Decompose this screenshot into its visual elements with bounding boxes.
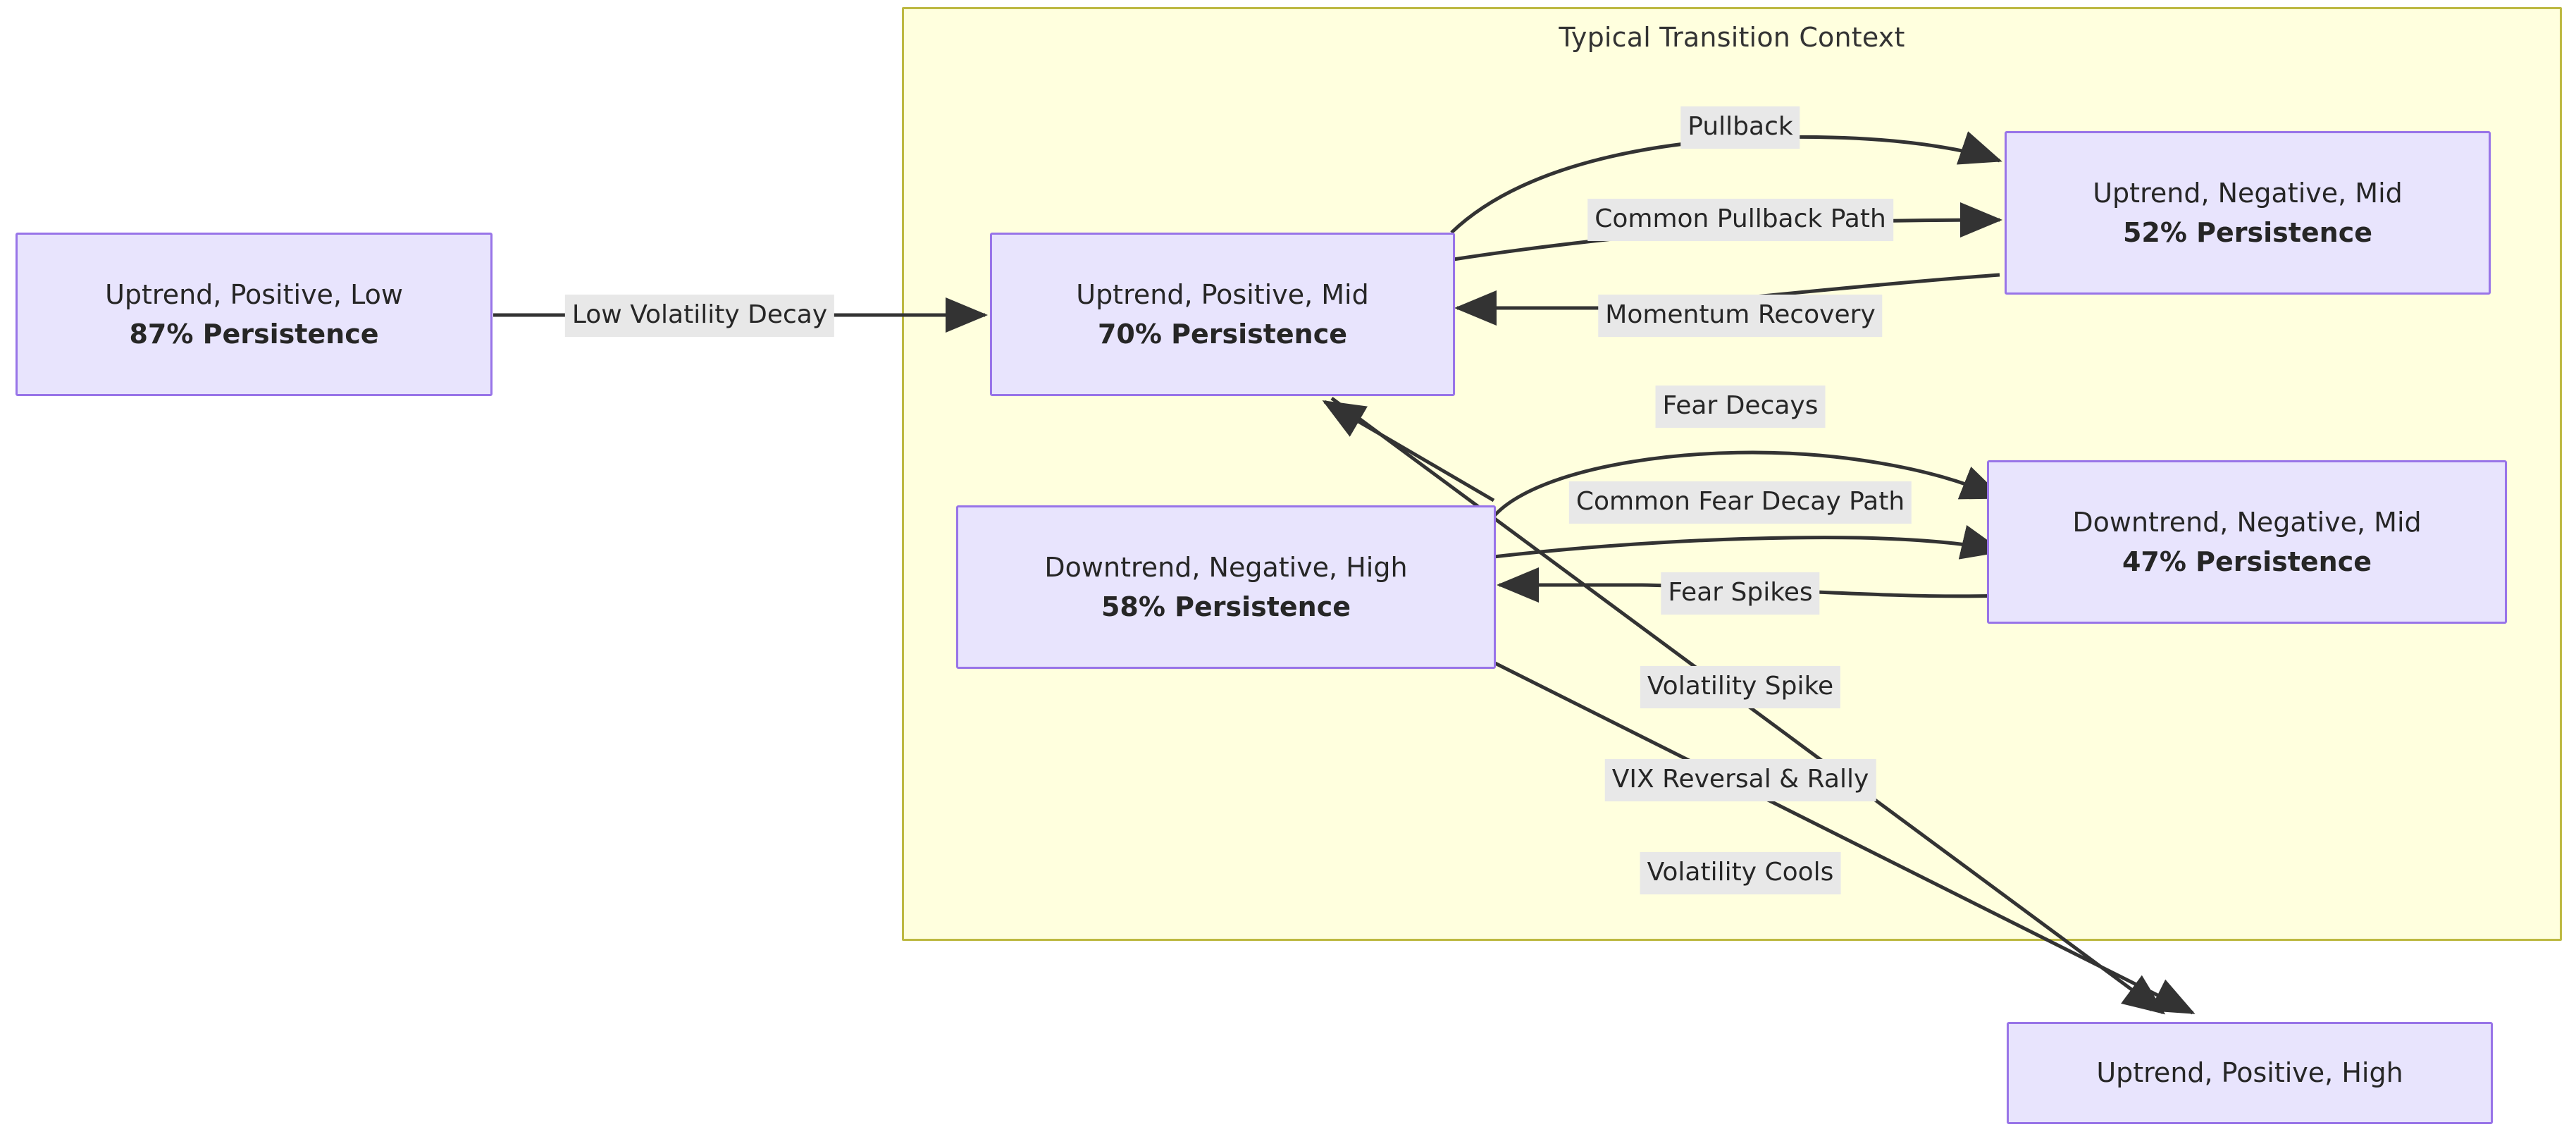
edge-label-common-fear-decay-path: Common Fear Decay Path [1568, 481, 1912, 524]
node-uptrend-positive-low[interactable]: Uptrend, Positive, Low 87% Persistence [16, 233, 493, 396]
edge-label-common-pullback-path: Common Pullback Path [1587, 198, 1893, 242]
node-persistence: 52% Persistence [2122, 217, 2373, 248]
node-label-line1: Uptrend, Positive, High [2096, 1057, 2403, 1089]
edge-label-volatility-spike: Volatility Spike [1640, 665, 1841, 709]
edge-label-fear-spikes: Fear Spikes [1661, 572, 1820, 615]
edge-label-fear-decays: Fear Decays [1655, 385, 1826, 429]
node-uptrend-positive-mid[interactable]: Uptrend, Positive, Mid 70% Persistence [990, 233, 1455, 396]
edge-label-momentum-recovery: Momentum Recovery [1598, 294, 1883, 338]
edge-label-pullback: Pullback [1680, 106, 1800, 149]
edge-label-volatility-cools: Volatility Cools [1640, 851, 1841, 895]
node-label-line1: Downtrend, Negative, Mid [2072, 506, 2422, 538]
node-label-line1: Uptrend, Positive, Mid [1076, 278, 1369, 310]
edge-label-vix-reversal-rally: VIX Reversal & Rally [1604, 758, 1876, 802]
node-persistence: 47% Persistence [2122, 546, 2372, 577]
node-label-line1: Uptrend, Positive, Low [105, 278, 403, 310]
node-downtrend-negative-mid[interactable]: Downtrend, Negative, Mid 47% Persistence [1987, 460, 2507, 624]
node-persistence: 87% Persistence [129, 319, 379, 350]
node-label-line1: Downtrend, Negative, High [1044, 551, 1408, 583]
node-persistence: 70% Persistence [1097, 319, 1348, 350]
node-uptrend-positive-high[interactable]: Uptrend, Positive, High [2007, 1022, 2493, 1124]
node-persistence: 58% Persistence [1101, 591, 1351, 622]
edge-label-low-volatility-decay: Low Volatility Decay [564, 294, 835, 338]
node-downtrend-negative-high[interactable]: Downtrend, Negative, High 58% Persistenc… [956, 505, 1496, 669]
node-label-line1: Uptrend, Negative, Mid [2093, 177, 2403, 209]
subgraph-title: Typical Transition Context [1559, 22, 1905, 53]
node-uptrend-negative-mid[interactable]: Uptrend, Negative, Mid 52% Persistence [2005, 131, 2491, 295]
